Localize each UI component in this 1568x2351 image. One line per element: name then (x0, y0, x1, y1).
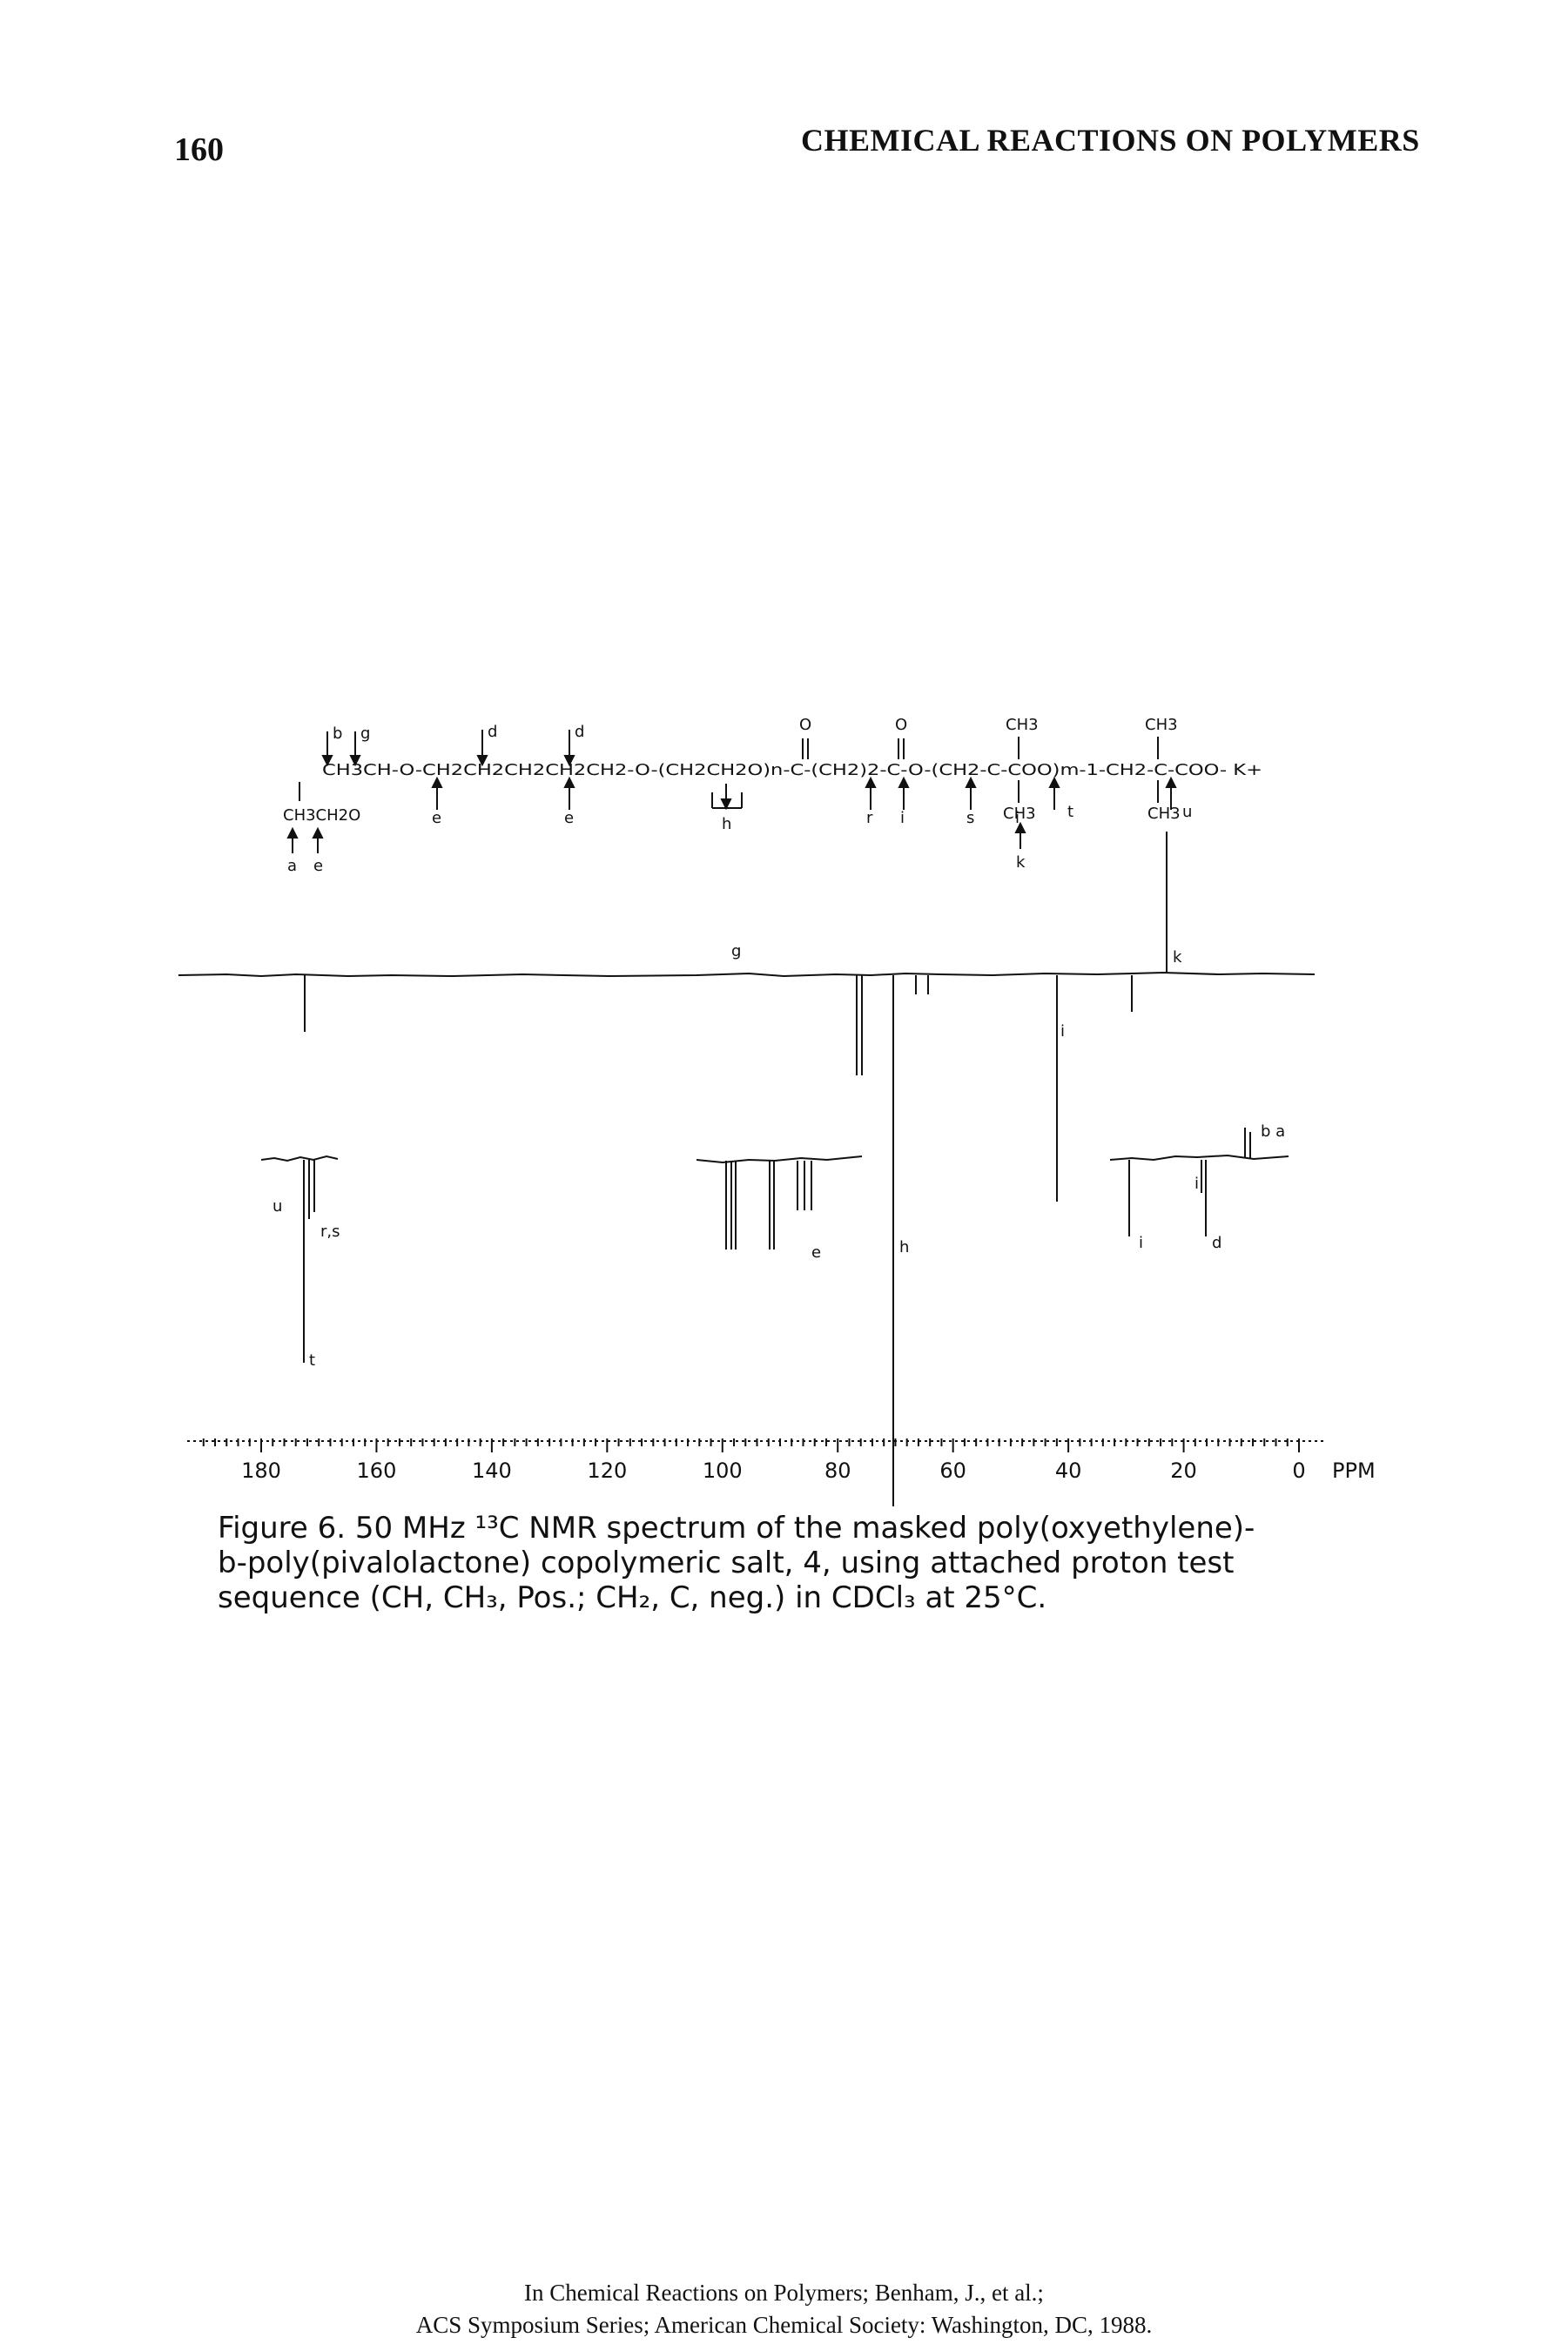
caption-line-2: b-poly(pivalolactone) copolymeric salt, … (218, 1546, 1235, 1580)
citation-line-2: ACS Symposium Series; American Chemical … (415, 2312, 1153, 2338)
label-k-struct: k (1016, 853, 1026, 872)
axis-tick-label: 80 (824, 1458, 851, 1483)
axis-tick-label: 120 (587, 1458, 627, 1483)
structure-row2: CH3CH2O (283, 806, 360, 825)
ppm-axis: 180 160 140 120 100 80 60 40 20 0 PPM (187, 1438, 1376, 1483)
figure-caption: Figure 6. 50 MHz ¹³C NMR spectrum of the… (218, 1511, 1332, 1615)
nmr-figure: CH3CH-O-CH2CH2CH2CH2CH2-O-(CH2CH2O)n-C-(… (178, 716, 1376, 1506)
inset-label-t: t (309, 1351, 315, 1370)
methyl-top-1: CH3 (1006, 716, 1039, 734)
axis-tick-label: 140 (472, 1458, 512, 1483)
label-e-3: e (313, 857, 323, 875)
label-b: b (333, 724, 342, 743)
label-t: t (1067, 803, 1073, 821)
label-h: h (722, 815, 731, 833)
structure-row1: CH3CH-O-CH2CH2CH2CH2CH2-O-(CH2CH2O)n-C-(… (322, 761, 1262, 779)
label-u-struct: u (1182, 803, 1192, 821)
axis-tick-label: 60 (939, 1458, 966, 1483)
label-i-2: i (1015, 809, 1020, 827)
spectrum-label-g: g (731, 942, 741, 960)
axis-tick-label: 20 (1170, 1458, 1197, 1483)
spectrum-upper (178, 832, 1316, 1506)
axis-tick-label: 180 (241, 1458, 281, 1483)
axis-unit: PPM (1332, 1458, 1376, 1483)
caption-line-1: Figure 6. 50 MHz ¹³C NMR spectrum of the… (218, 1511, 1255, 1546)
spectrum-insets (260, 1128, 1289, 1363)
label-a: a (287, 857, 297, 875)
methyl-top-2: CH3 (1145, 716, 1178, 734)
spectrum-label-i: i (1060, 1022, 1065, 1041)
label-r: r (866, 809, 873, 827)
methyl-bottom-1: CH3 (1003, 805, 1036, 823)
label-d-2: d (575, 723, 584, 741)
axis-tick-label: 40 (1055, 1458, 1082, 1483)
inset-label-i-3: i (1139, 1234, 1143, 1252)
inset-label-h: h (899, 1238, 909, 1256)
axis-tick-label: 160 (357, 1458, 397, 1483)
carbonyl-o-2: O (895, 716, 907, 734)
label-d-1: d (488, 723, 497, 741)
label-s: s (966, 809, 974, 827)
methyl-bottom-2: CH3 (1147, 805, 1181, 823)
spectrum-label-k: k (1173, 948, 1182, 967)
label-e-1: e (432, 809, 441, 827)
citation-line-1: In Chemical Reactions on Polymers; Benha… (524, 2280, 1044, 2306)
page-number: 160 (174, 131, 224, 168)
label-e-2: e (564, 809, 574, 827)
running-title: CHEMICAL REACTIONS ON POLYMERS (801, 123, 1420, 158)
inset-label-u: u (273, 1197, 282, 1216)
axis-tick-label: 100 (703, 1458, 743, 1483)
inset-label-rs: r,s (320, 1223, 340, 1241)
axis-tick-label: 0 (1292, 1458, 1305, 1483)
inset-label-e: e (811, 1243, 821, 1262)
label-i: i (900, 809, 905, 827)
inset-label-d: d (1212, 1234, 1221, 1252)
caption-line-3: sequence (CH, CH₃, Pos.; CH₂, C, neg.) i… (218, 1580, 1047, 1615)
chemical-structure: CH3CH-O-CH2CH2CH2CH2CH2-O-(CH2CH2O)n-C-(… (283, 716, 1262, 875)
inset-label-b-a: b a (1261, 1122, 1285, 1141)
label-g: g (360, 724, 370, 743)
inset-label-i-2: i (1195, 1175, 1199, 1193)
carbonyl-o-1: O (799, 716, 811, 734)
